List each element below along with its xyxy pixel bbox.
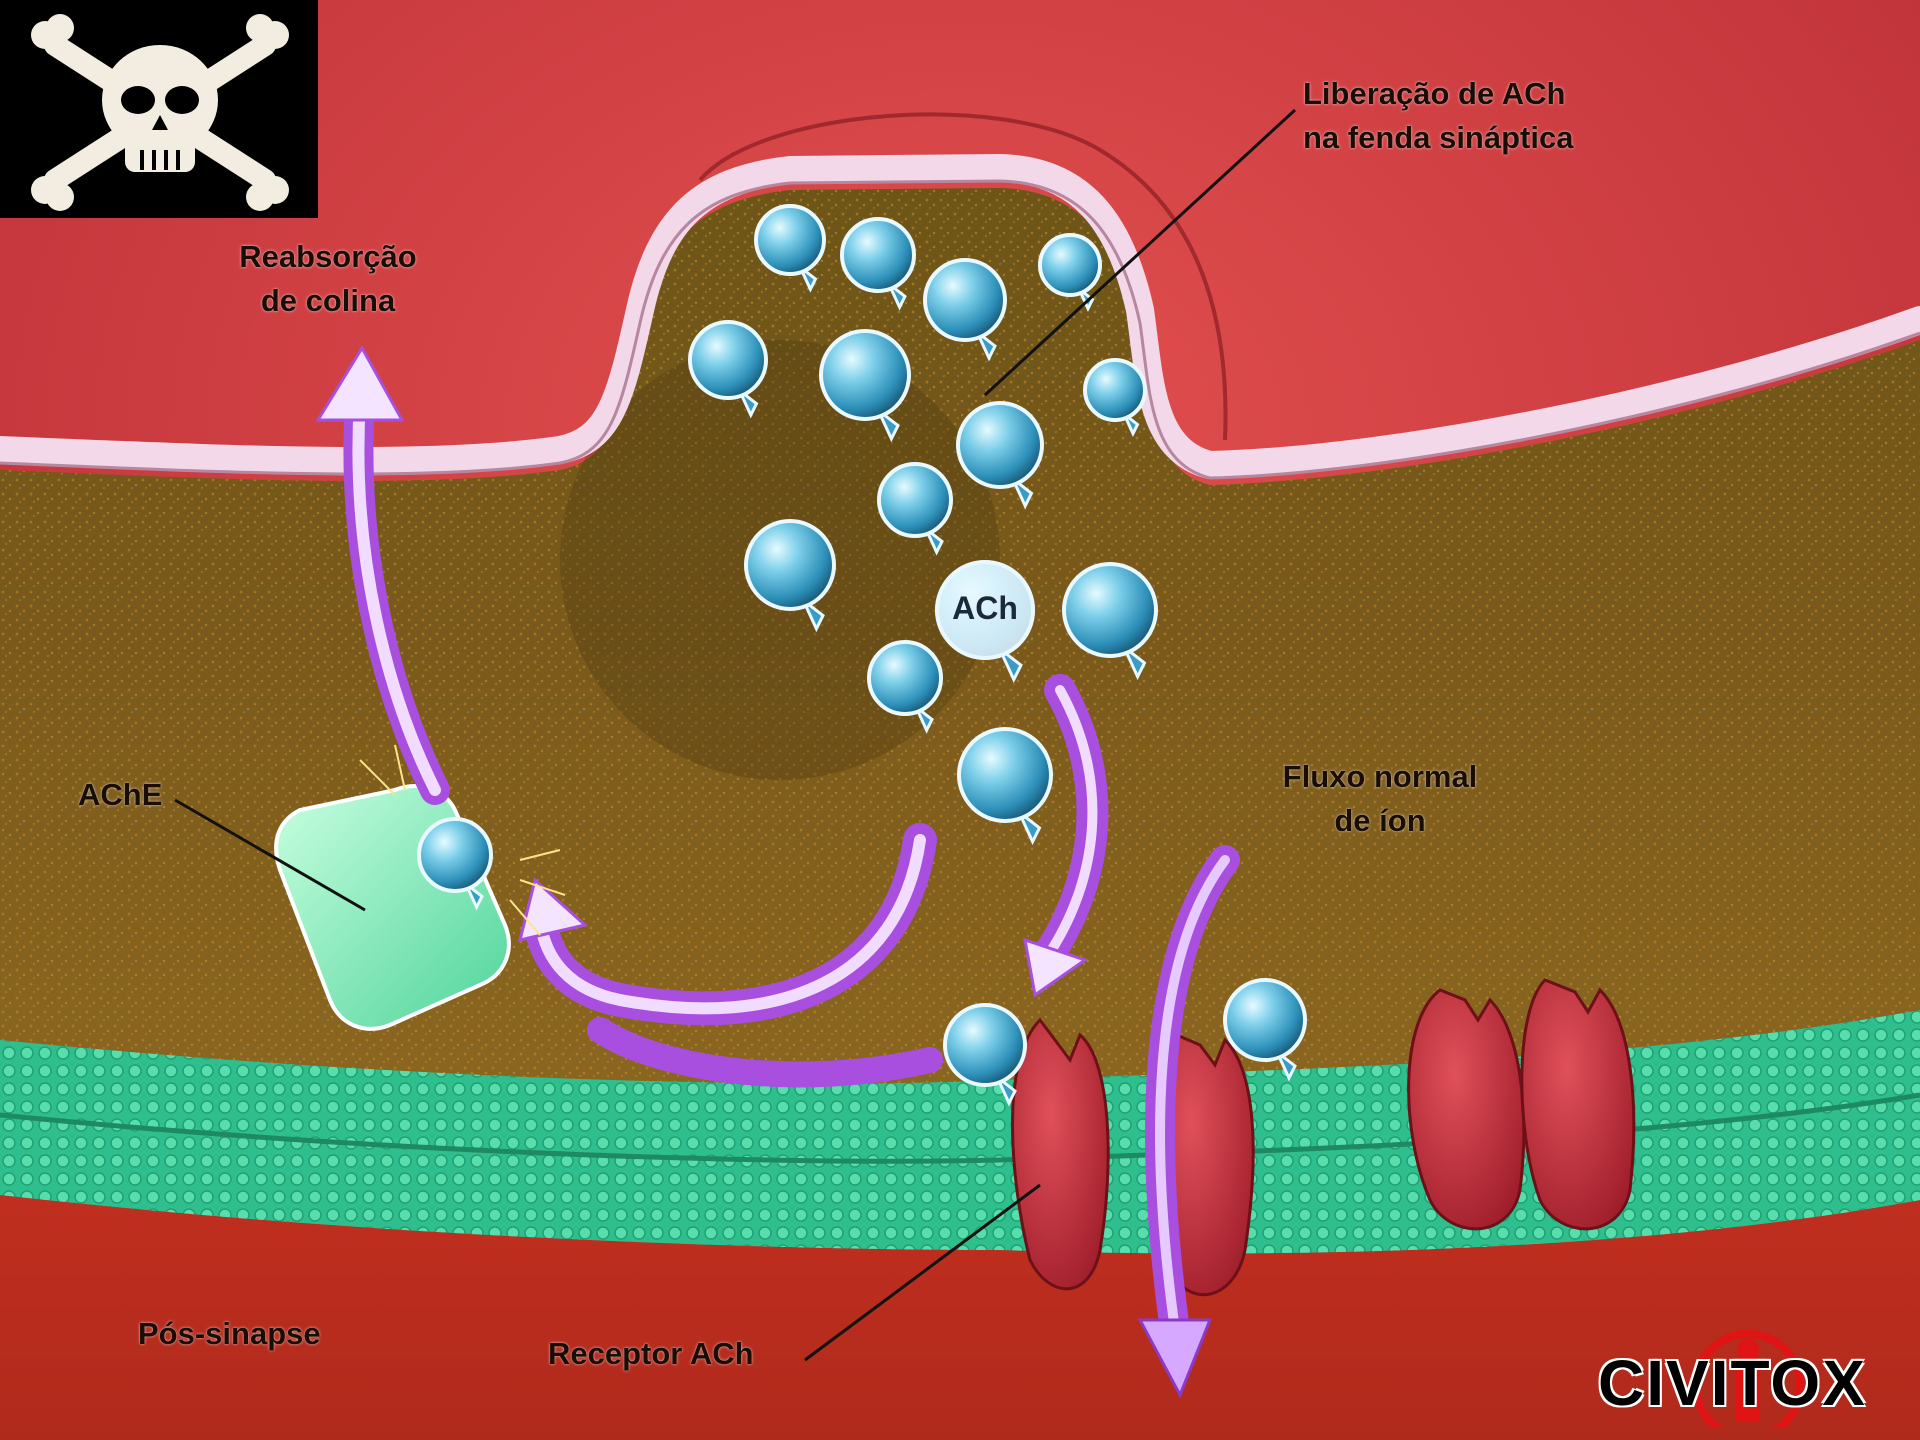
release-label-line2: na fenda sináptica	[1303, 116, 1573, 160]
ache-label: AChE	[78, 773, 162, 817]
civitox-logo-text: CIVITOX	[1598, 1346, 1867, 1420]
ion-flow-label-line1: Fluxo normal	[1250, 755, 1510, 799]
ion-flow-label-line2: de íon	[1250, 799, 1510, 843]
skull-crossbones-icon	[0, 0, 318, 218]
reabsorption-label-line1: Reabsorção	[218, 235, 438, 279]
release-label-line1: Liberação de ACh	[1303, 72, 1573, 116]
ion-flow-label: Fluxo normal de íon	[1250, 755, 1510, 843]
receptor-label: Receptor ACh	[548, 1332, 754, 1376]
reabsorption-label: Reabsorção de colina	[218, 235, 438, 323]
release-label: Liberação de ACh na fenda sináptica	[1303, 72, 1573, 160]
postsynapse-label: Pós-sinapse	[138, 1312, 321, 1356]
ach-molecule-label: ACh	[935, 590, 1035, 627]
civitox-logo: CIVITOX	[1598, 1328, 1908, 1428]
reabsorption-label-line2: de colina	[218, 279, 438, 323]
poison-warning-panel	[0, 0, 318, 218]
